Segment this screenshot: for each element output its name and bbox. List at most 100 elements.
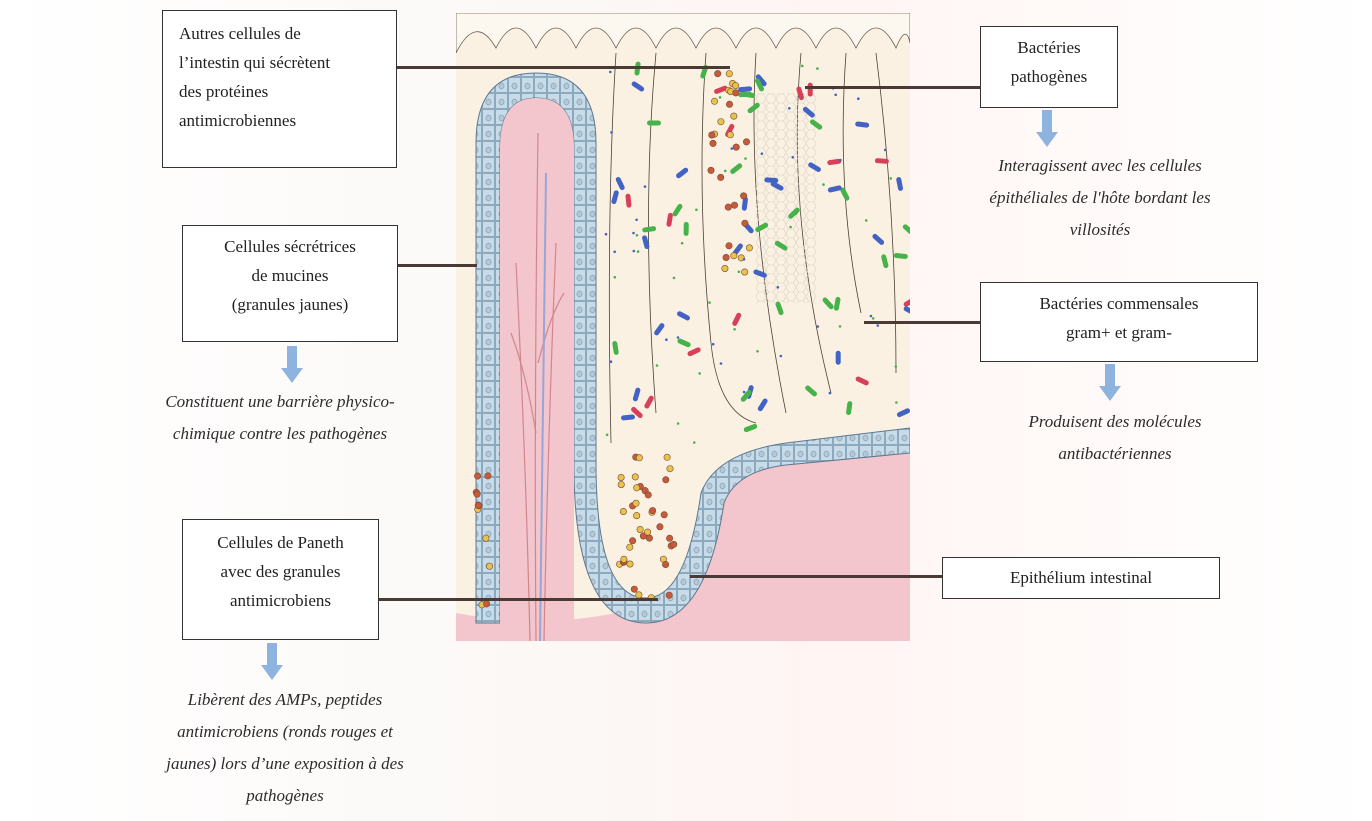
antibacterial-molecule <box>610 131 613 134</box>
antibacterial-molecule <box>605 233 608 236</box>
down-arrow-commensales <box>1098 364 1122 402</box>
label-paneth: Cellules de Paneth avec des granules ant… <box>182 519 379 640</box>
note-pathogenes-line: villosités <box>945 214 1255 246</box>
antibacterial-molecule <box>665 338 668 341</box>
antimicrobial-granule <box>662 561 668 567</box>
antimicrobial-granule <box>711 98 717 104</box>
commensal-bacterium <box>738 92 752 97</box>
antimicrobial-granule <box>710 140 716 146</box>
note-paneth-line: jaunes) lors d’une exposition à des <box>120 748 450 780</box>
antimicrobial-granule <box>644 529 650 535</box>
label-epithelium: Epithélium intestinal <box>942 557 1220 599</box>
note-mucines-line: Constituent une barrière physico- <box>120 386 440 418</box>
antimicrobial-granule <box>636 455 642 461</box>
antimicrobial-granule <box>634 512 640 518</box>
commensal-bacterium <box>764 177 778 183</box>
antimicrobial-granule <box>666 535 672 541</box>
leader-paneth <box>378 598 658 601</box>
antibacterial-molecule <box>744 157 747 160</box>
antibacterial-molecule <box>724 170 727 173</box>
intestinal-wall-illustration <box>456 13 910 641</box>
antibacterial-molecule <box>895 365 898 368</box>
antimicrobial-granule <box>743 139 749 145</box>
antibacterial-molecule <box>733 328 736 331</box>
antimicrobial-granule <box>621 556 627 562</box>
antibacterial-molecule <box>731 147 734 150</box>
label-autres-cellules-line: des protéines <box>179 77 396 106</box>
antibacterial-molecule <box>872 317 875 320</box>
label-autres-cellules: Autres cellules de l’intestin qui sécrèt… <box>162 10 397 168</box>
note-pathogenes-line: épithéliales de l'hôte bordant les <box>945 182 1255 214</box>
antibacterial-molecule <box>743 391 746 394</box>
label-pathogenes: Bactéries pathogènes <box>980 26 1118 108</box>
pathogen-bacterium <box>808 83 813 97</box>
antimicrobial-granule <box>661 512 667 518</box>
antimicrobial-granule <box>731 113 737 119</box>
antimicrobial-granule <box>715 70 721 76</box>
commensal-bacterium <box>836 351 841 365</box>
antibacterial-molecule <box>614 276 617 279</box>
label-autres-cellules-line: antimicrobiennes <box>179 106 396 135</box>
leader-mucines <box>397 264 477 267</box>
antimicrobial-granule <box>663 477 669 483</box>
antimicrobial-granule <box>708 167 714 173</box>
label-pathogenes-line: Bactéries <box>981 33 1117 62</box>
antibacterial-molecule <box>839 325 842 328</box>
label-commensales-line: Bactéries commensales <box>981 289 1257 318</box>
antimicrobial-granule <box>733 144 739 150</box>
leader-epithelium <box>690 575 942 578</box>
antimicrobial-granule <box>667 466 673 472</box>
antibacterial-molecule <box>792 156 795 159</box>
antimicrobial-granule <box>722 265 728 271</box>
note-pathogenes-line: Interagissent avec les cellules <box>945 150 1255 182</box>
antimicrobial-granule <box>657 524 663 530</box>
antimicrobial-granule <box>627 561 633 567</box>
antimicrobial-granule <box>629 538 635 544</box>
leader-autres-cellules <box>396 66 730 69</box>
down-arrow-mucines <box>280 346 304 384</box>
antimicrobial-granule <box>740 193 746 199</box>
label-paneth-line: antimicrobiens <box>183 586 378 615</box>
antimicrobial-granule <box>483 601 489 607</box>
antimicrobial-granule <box>486 563 492 569</box>
antimicrobial-granule <box>726 243 732 249</box>
pathogen-bacterium <box>875 158 889 164</box>
antibacterial-molecule <box>865 219 868 222</box>
antimicrobial-granule <box>731 253 737 259</box>
antimicrobial-granule <box>742 220 748 226</box>
antibacterial-molecule <box>738 271 741 274</box>
antimicrobial-granule <box>637 526 643 532</box>
label-mucines-line: de mucines <box>183 261 397 290</box>
antibacterial-molecule <box>780 355 783 358</box>
antibacterial-molecule <box>801 65 804 68</box>
label-autres-cellules-line: Autres cellules de <box>179 19 396 48</box>
antimicrobial-granule <box>671 541 677 547</box>
antibacterial-molecule <box>795 212 798 215</box>
antibacterial-molecule <box>636 234 639 237</box>
antimicrobial-granule <box>725 204 731 210</box>
antimicrobial-granule <box>746 245 752 251</box>
antibacterial-molecule <box>777 286 780 289</box>
note-mucines-line: chimique contre les pathogènes <box>120 418 440 450</box>
antimicrobial-granule <box>631 586 637 592</box>
antimicrobial-granule <box>627 544 633 550</box>
antibacterial-molecule <box>693 441 696 444</box>
note-commensales: Produisent des molécules antibactérienne… <box>965 406 1265 470</box>
antimicrobial-granule <box>726 71 732 77</box>
antibacterial-molecule <box>698 372 701 375</box>
antibacterial-molecule <box>834 94 837 97</box>
label-epithelium-line: Epithélium intestinal <box>943 563 1219 592</box>
antimicrobial-granule <box>649 507 655 513</box>
note-commensales-line: Produisent des molécules <box>965 406 1265 438</box>
antibacterial-molecule <box>816 67 819 70</box>
antibacterial-molecule <box>677 336 680 339</box>
label-pathogenes-line: pathogènes <box>981 62 1117 91</box>
antibacterial-molecule <box>673 277 676 280</box>
label-mucines-line: (granules jaunes) <box>183 290 397 319</box>
label-paneth-line: Cellules de Paneth <box>183 528 378 557</box>
antimicrobial-granule <box>666 592 672 598</box>
antimicrobial-granule <box>723 254 729 260</box>
hex-mucus-patch <box>756 93 816 303</box>
antibacterial-molecule <box>644 185 647 188</box>
leader-commensales <box>864 321 980 324</box>
